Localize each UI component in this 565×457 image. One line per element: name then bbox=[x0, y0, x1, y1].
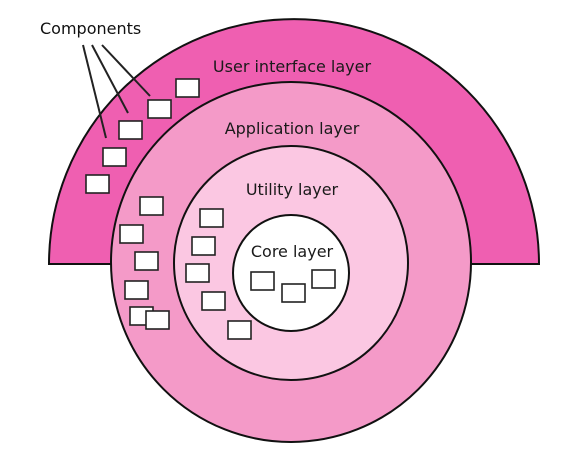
application-component-box bbox=[134, 251, 159, 271]
utility-component-box bbox=[191, 236, 216, 256]
components-pointer-line bbox=[91, 44, 129, 114]
components-label: Components bbox=[40, 19, 141, 38]
utility-component-box bbox=[227, 320, 252, 340]
user-interface-layer-label: User interface layer bbox=[213, 57, 372, 76]
utility-layer-label: Utility layer bbox=[246, 180, 339, 199]
application-layer-label: Application layer bbox=[225, 119, 360, 138]
ui-component-box bbox=[118, 120, 143, 140]
application-component-box bbox=[145, 310, 170, 330]
ui-component-box bbox=[85, 174, 110, 194]
ui-component-box bbox=[102, 147, 127, 167]
application-component-box bbox=[124, 280, 149, 300]
core-layer-shape bbox=[232, 214, 350, 332]
application-component-box bbox=[139, 196, 164, 216]
ui-component-box bbox=[147, 99, 172, 119]
core-component-box bbox=[250, 271, 275, 291]
components-pointer-line bbox=[101, 44, 151, 97]
application-component-box bbox=[119, 224, 144, 244]
ui-component-box bbox=[175, 78, 200, 98]
core-component-box bbox=[281, 283, 306, 303]
utility-component-box bbox=[185, 263, 210, 283]
core-component-box bbox=[311, 269, 336, 289]
utility-component-box bbox=[201, 291, 226, 311]
components-pointer-line bbox=[82, 44, 107, 139]
core-layer-label: Core layer bbox=[251, 242, 334, 261]
utility-component-box bbox=[199, 208, 224, 228]
